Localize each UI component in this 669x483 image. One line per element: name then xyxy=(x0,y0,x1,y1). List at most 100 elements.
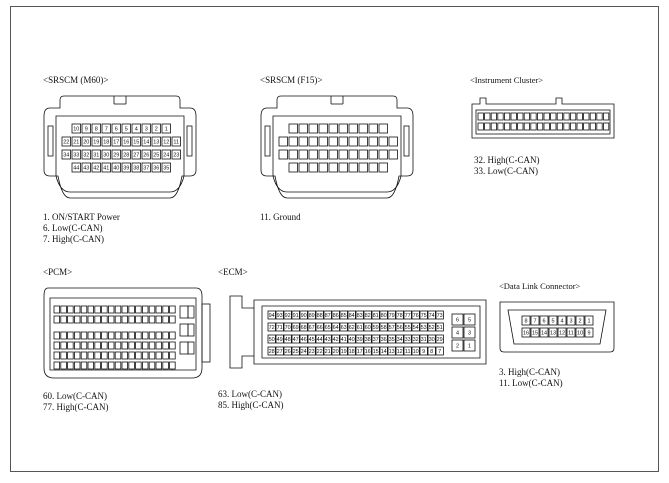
srscm-m60-pin-4-label: 4 xyxy=(135,127,138,133)
pcm-title: <PCM> xyxy=(43,267,73,277)
ecm-pin-31-cavity xyxy=(419,334,428,344)
ecm-pin-21-label: 21 xyxy=(325,349,331,355)
ecm-pin-11-label: 11 xyxy=(405,349,411,355)
pcm-pin-cavity xyxy=(108,341,115,350)
ecm-pin-45-cavity xyxy=(307,334,316,344)
ecm-pin-10-cavity xyxy=(411,346,420,356)
ecm-pin-83-label: 83 xyxy=(357,313,363,319)
srscm-f15-pin-cavity xyxy=(368,136,378,147)
cluster-pin-cavity xyxy=(596,112,603,121)
pcm-pin-cavity xyxy=(108,315,115,324)
ecm-pin-15-cavity xyxy=(371,346,380,356)
dlc-pin-12-label: 12 xyxy=(559,331,565,337)
pcm-pin-cavity xyxy=(87,351,94,360)
ecm-pin-69-cavity xyxy=(291,322,300,332)
srscm-m60-pin-35-label: 35 xyxy=(163,166,169,172)
srscm-m60-pin-25-label: 25 xyxy=(153,153,159,159)
srscm-f15-pin-cavity xyxy=(308,123,318,134)
dlc-pin-5-label: 5 xyxy=(551,319,554,325)
cluster-pin-cavity xyxy=(583,122,590,131)
cluster-pin-cavity xyxy=(510,122,517,131)
pcm-pin-cavity xyxy=(87,305,94,314)
ecm-pin-79-cavity xyxy=(387,310,396,320)
cluster-pin-cavity xyxy=(543,122,550,131)
cluster-pin-cavity xyxy=(530,112,537,121)
srscm-m60-pin-41-cavity xyxy=(101,162,111,173)
pcm-pin-cavity xyxy=(148,351,156,360)
ecm-pin-38-cavity xyxy=(363,334,372,344)
dlc-pin-10-label: 10 xyxy=(577,331,583,337)
pcm-pin-cavity xyxy=(80,305,88,314)
cluster-pin-cavity xyxy=(510,112,517,121)
dlc-pin-11: 11. Low(C-CAN) xyxy=(499,378,563,388)
srscm-m60-pin-1-cavity xyxy=(161,123,171,134)
ecm-pin-20-label: 20 xyxy=(333,349,339,355)
srscm-f15-pin-cavity xyxy=(378,123,388,134)
ecm-pin-13-label: 13 xyxy=(389,349,395,355)
srscm-m60-pin-26-label: 26 xyxy=(143,153,149,159)
pcm-pin-cavity xyxy=(74,361,81,370)
ecm-pin-85-label: 85 xyxy=(341,313,347,319)
pcm-pin-cavity xyxy=(101,315,108,324)
pcm-pin-cavity xyxy=(53,351,60,360)
ecm-pin-37-label: 37 xyxy=(373,337,379,343)
pcm-pin-cavity xyxy=(121,315,128,324)
ecm-pin-13-cavity xyxy=(387,346,396,356)
ecm-pin-71-label: 71 xyxy=(277,325,283,331)
srscm-f15-pin-cavity xyxy=(338,162,348,173)
srscm-f15-pin-cavity xyxy=(328,149,338,160)
srscm-f15-pin-cavity xyxy=(288,149,298,160)
srscm-f15-pin-cavity xyxy=(298,149,308,160)
srscm-m60-pin-16-cavity xyxy=(121,136,131,147)
pcm-pin-cavity xyxy=(87,315,94,324)
ecm-pin-63: 63. Low(C-CAN) xyxy=(218,389,282,399)
ecm-pin-86-label: 86 xyxy=(333,313,339,319)
srscm-f15-pin-cavity xyxy=(368,123,378,134)
ecm-pin-26-label: 26 xyxy=(285,349,291,355)
srscm-m60-pin-26-cavity xyxy=(141,149,151,160)
ecm-pin-49-cavity xyxy=(275,334,284,344)
ecm-pin-16-cavity xyxy=(363,346,372,356)
ecm-pin-36-label: 36 xyxy=(381,337,387,343)
ecm-pin-63-label: 63 xyxy=(341,325,347,331)
pcm-pin-cavity xyxy=(60,361,67,370)
pcm-pin-cavity xyxy=(135,305,142,314)
srscm-m60-pin-13-label: 13 xyxy=(153,140,159,146)
ecm-pin-36-cavity xyxy=(379,334,388,344)
srscm-m60-pin-20-label: 20 xyxy=(83,140,89,146)
pcm-connector xyxy=(43,287,211,379)
pcm-pin-cavity xyxy=(80,331,88,340)
ecm-pin-6-cavity xyxy=(451,313,464,326)
ecm-pin-4-cavity xyxy=(451,326,464,339)
srscm-m60-pin-1-label: 1 xyxy=(165,127,168,133)
ecm-pin-39-cavity xyxy=(355,334,364,344)
pcm-pin-cavity xyxy=(53,315,60,324)
ecm-pin-53-cavity xyxy=(419,322,428,332)
pcm-pin-cavity xyxy=(114,351,122,360)
ecm-pin-90-label: 90 xyxy=(301,313,307,319)
ecm-pin-68-cavity xyxy=(299,322,308,332)
ecm-pin-50-cavity xyxy=(267,334,276,344)
ecm-pin-67-label: 67 xyxy=(309,325,315,331)
srscm-m60-pin-35-cavity xyxy=(161,162,171,173)
ecm-pin-87-label: 87 xyxy=(325,313,331,319)
pcm-pin-cavity xyxy=(108,305,115,314)
srscm-m60-pin-31-cavity xyxy=(91,149,101,160)
cluster-pin-cavity xyxy=(477,122,484,131)
srscm-f15-pin-cavity xyxy=(338,123,348,134)
pcm-pin-cavity xyxy=(114,361,122,370)
srscm-m60-pin-30-cavity xyxy=(101,149,111,160)
ecm-pin-20-cavity xyxy=(331,346,340,356)
ecm-pin-7-cavity xyxy=(435,346,444,356)
ecm-pin-76-cavity xyxy=(411,310,420,320)
ecm-pin-24-cavity xyxy=(299,346,308,356)
ecm-pin-25-cavity xyxy=(291,346,300,356)
pcm-pin-cavity xyxy=(67,361,74,370)
pcm-pin-cavity xyxy=(169,315,176,324)
srscm-m60-pin-13-cavity xyxy=(151,136,161,147)
srscm-m60-pin-42-cavity xyxy=(91,162,101,173)
pcm-pin-cavity xyxy=(53,341,60,350)
srscm-m60-pin-24-label: 24 xyxy=(163,153,169,159)
dlc-pin-15-label: 15 xyxy=(532,331,538,337)
